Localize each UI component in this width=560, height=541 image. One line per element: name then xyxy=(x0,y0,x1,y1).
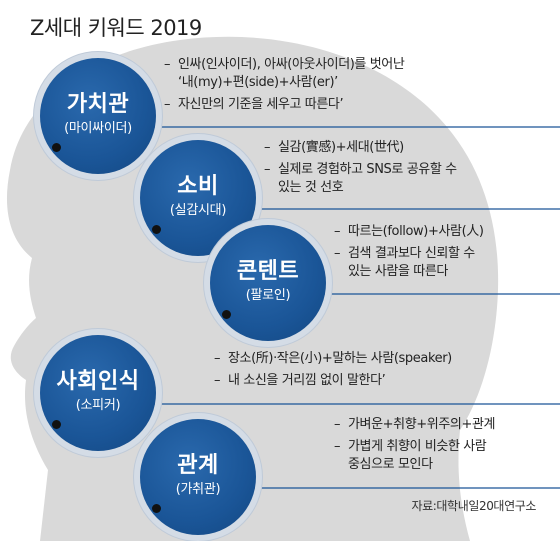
source-credit: 자료:대학내일20대연구소 xyxy=(411,499,536,513)
page-title: Z세대 키워드 2019 xyxy=(30,16,202,40)
keyword-bubble-relationship: 관계 (가취관) xyxy=(140,419,256,535)
desc-line: 실제로 경험하고 SNS로 공유할 수 xyxy=(278,162,457,177)
desc-item: 자신만의 기준을 세우고 따른다’ xyxy=(164,96,404,114)
desc-line: 실감(實感)+세대(世代) xyxy=(278,140,404,155)
desc-line: 자신만의 기준을 세우고 따른다’ xyxy=(178,97,344,112)
keyword-subtitle: (팔로인) xyxy=(245,288,291,303)
desc-item: 실감(實感)+세대(世代) xyxy=(264,139,457,157)
desc-item: 검색 결과보다 신뢰할 수 있는 사람을 따른다 xyxy=(334,245,484,281)
keyword-title: 콘텐트 xyxy=(236,259,300,284)
desc-line: 장소(所)·작은(小)+말하는 사람(speaker) xyxy=(228,351,452,366)
keyword-title: 가치관 xyxy=(66,92,130,117)
keyword-subtitle: (가취관) xyxy=(175,482,221,497)
keyword-dot xyxy=(52,420,61,429)
desc-item: 따르는(follow)+사람(人) xyxy=(334,223,484,241)
keyword-desc-content: 따르는(follow)+사람(人) 검색 결과보다 신뢰할 수 있는 사람을 따… xyxy=(334,223,484,285)
desc-line: 인싸(인사이더), 아싸(아웃사이더)를 벗어난 xyxy=(178,57,405,72)
desc-item: 가볍게 취향이 비슷한 사람 중심으로 모인다 xyxy=(334,438,495,474)
keyword-dot xyxy=(52,143,61,152)
keyword-bubble-content: 콘텐트 (팔로인) xyxy=(210,225,326,341)
keyword-desc-relationship: 가벼운+취향+위주의+관계 가볍게 취향이 비슷한 사람 중심으로 모인다 xyxy=(334,416,495,478)
keyword-dot xyxy=(152,225,161,234)
desc-line: 따르는(follow)+사람(人) xyxy=(348,224,484,239)
desc-line: 있는 사람을 따른다 xyxy=(348,264,448,279)
desc-line: 가볍게 취향이 비슷한 사람 xyxy=(348,439,487,454)
desc-item: 장소(所)·작은(小)+말하는 사람(speaker) xyxy=(214,350,452,368)
keyword-title: 사회인식 xyxy=(56,369,140,394)
keyword-bubble-social: 사회인식 (소피커) xyxy=(40,335,156,451)
desc-item: 실제로 경험하고 SNS로 공유할 수 있는 것 선호 xyxy=(264,161,457,197)
desc-line: ‘내(my)+편(side)+사람(er)’ xyxy=(178,75,338,90)
keyword-desc-values: 인싸(인사이더), 아싸(아웃사이더)를 벗어난 ‘내(my)+편(side)+… xyxy=(164,56,405,118)
keyword-subtitle: (마이싸이더) xyxy=(64,121,132,136)
desc-item: 인싸(인사이더), 아싸(아웃사이더)를 벗어난 ‘내(my)+편(side)+… xyxy=(164,56,405,92)
desc-line: 중심으로 모인다 xyxy=(348,457,433,472)
keyword-subtitle: (소피커) xyxy=(75,398,121,413)
desc-item: 가벼운+취향+위주의+관계 xyxy=(334,416,495,434)
desc-item: 내 소신을 거리낌 없이 말한다’ xyxy=(214,372,452,390)
keyword-subtitle: (실감시대) xyxy=(169,203,227,218)
desc-line: 가벼운+취향+위주의+관계 xyxy=(348,417,496,432)
desc-line: 있는 것 선호 xyxy=(278,180,344,195)
keyword-desc-consumption: 실감(實感)+세대(世代) 실제로 경험하고 SNS로 공유할 수 있는 것 선… xyxy=(264,139,457,201)
desc-line: 내 소신을 거리낌 없이 말한다’ xyxy=(228,373,386,388)
keyword-dot xyxy=(222,310,231,319)
keyword-desc-social: 장소(所)·작은(小)+말하는 사람(speaker) 내 소신을 거리낌 없이… xyxy=(214,350,452,394)
keyword-dot xyxy=(152,504,161,513)
keyword-title: 소비 xyxy=(177,174,219,199)
keyword-bubble-consumption: 소비 (실감시대) xyxy=(140,140,256,256)
desc-line: 검색 결과보다 신뢰할 수 xyxy=(348,246,475,261)
keyword-title: 관계 xyxy=(177,453,219,478)
keyword-bubble-values: 가치관 (마이싸이더) xyxy=(40,58,156,174)
